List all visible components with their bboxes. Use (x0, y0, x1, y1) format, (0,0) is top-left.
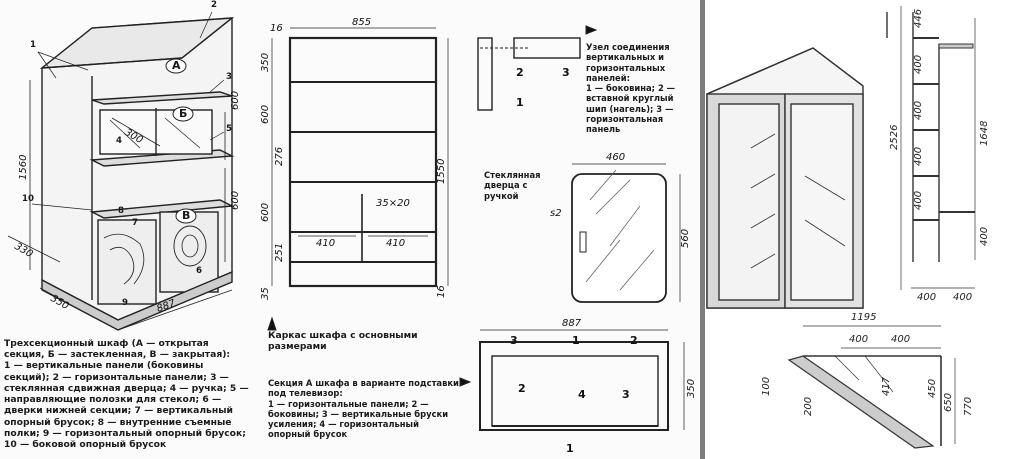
elev-dim-bottom-left: 400 (917, 292, 936, 303)
iso-dim-depth-shelf: 300 (123, 127, 145, 146)
corner-wardrobe-3d (706, 47, 864, 309)
frame-dim-inner-left: 410 (316, 238, 335, 249)
glass-dim-height: 560 (680, 229, 691, 248)
section-a-callout-2-right: 2 (630, 334, 638, 347)
section-a-callout-3-right: 3 (622, 388, 630, 401)
caption-section-a: Секция А шкафа в варианте подставки под … (268, 378, 459, 440)
glass-door-drawing (571, 163, 681, 303)
joint-callout-1: 1 (516, 96, 524, 109)
frame-dim-top-thickness: 16 (270, 23, 283, 34)
iso-dim-depth: 350 (49, 293, 71, 312)
iso-dim-height: 1560 (18, 155, 29, 180)
callout-9: 9 (122, 298, 128, 308)
glass-dim-width: 460 (606, 152, 625, 163)
panel-divider (700, 0, 705, 459)
section-label-badges (165, 58, 197, 224)
frame-dim-top-width: 855 (352, 17, 371, 28)
callout-10: 10 (22, 194, 34, 204)
iso-dim-side-depth: 330 (13, 241, 35, 260)
elev-dim-0: 446 (913, 9, 924, 28)
plan-dim-100: 100 (761, 377, 772, 396)
frame-dim-left-2: 276 (274, 147, 285, 166)
iso-dim-lower-height: 600 (230, 191, 241, 210)
plan-dim-417: 417 (881, 376, 892, 396)
iso-dim-width: 887 (155, 298, 177, 315)
isometric-cabinet (7, 11, 235, 331)
caption-glass-door: Стеклянная дверца с ручкой (484, 170, 541, 201)
frame-dim-inner-right: 410 (386, 238, 405, 249)
elev-dim-2: 400 (913, 101, 924, 120)
caption-joint: Узел соединения вертикальных и горизонта… (586, 42, 676, 134)
plan-dim-right: 400 (891, 334, 910, 345)
callout-7: 7 (132, 218, 138, 228)
joint-callout-2: 2 (516, 66, 524, 79)
elev-dim-5: 400 (979, 227, 990, 246)
section-a-callout-1-bottom: 1 (566, 442, 574, 455)
frame-dim-left-0: 350 (260, 53, 271, 72)
plan-dim-650: 650 (943, 393, 954, 412)
callout-1: 1 (30, 40, 36, 50)
elev-dim-4: 400 (913, 191, 924, 210)
elev-dim-overall: 2526 (889, 125, 900, 150)
corner-plan (787, 325, 956, 449)
plan-dim-450: 450 (927, 379, 938, 398)
corner-wardrobe-panel: 446 400 400 400 400 400 2526 1648 400 40… (705, 0, 1024, 459)
section-a-label: А (172, 59, 181, 72)
iso-dim-glass-height: 600 (230, 91, 241, 110)
frame-dim-left-3: 600 (260, 203, 271, 222)
callout-3: 3 (226, 72, 232, 82)
section-a-dim-width: 887 (562, 318, 582, 329)
callout-6: 6 (196, 266, 202, 276)
elev-dim-1648: 1648 (979, 121, 990, 146)
corner-wardrobe-drawing: 446 400 400 400 400 400 2526 1648 400 40… (706, 6, 990, 449)
callout-4: 4 (116, 136, 122, 146)
callout-8: 8 (118, 206, 124, 216)
elev-dim-1: 400 (913, 55, 924, 74)
corner-elevation (886, 6, 976, 290)
section-a-callout-2-left: 2 (518, 382, 526, 395)
frame-dim-right-height: 1550 (436, 159, 447, 184)
section-a-dim-height: 350 (686, 379, 697, 398)
elev-dim-3: 400 (913, 147, 924, 166)
wardrobe-plans-drawing (7, 11, 685, 431)
frame-dim-bar: 35×20 (376, 198, 410, 209)
section-b-label: Б (179, 107, 188, 120)
wardrobe-plans-panel: А Б В 1 2 3 4 5 6 7 8 9 10 1560 600 600 … (4, 0, 698, 455)
frame-dim-left-1: 600 (260, 105, 271, 124)
plan-dim-width: 1195 (851, 312, 876, 323)
frame-dim-left-5: 35 (260, 287, 271, 300)
section-c-label: В (182, 209, 191, 222)
joint-callout-3: 3 (562, 66, 570, 79)
frame-drawing (267, 27, 449, 331)
plan-dim-200: 200 (803, 397, 814, 416)
elev-dim-bottom-right: 400 (953, 292, 972, 303)
plan-dim-770: 770 (963, 397, 974, 416)
section-a-callout-3-left: 3 (510, 334, 518, 347)
section-a-drawing (459, 329, 685, 431)
callout-2: 2 (211, 0, 217, 10)
caption-main: Трехсекционный шкаф (А — открытая секция… (4, 338, 249, 450)
glass-dim-thickness: s2 (550, 208, 562, 219)
frame-dim-right-thickness: 16 (436, 285, 447, 298)
plan-dim-left: 400 (849, 334, 868, 345)
frame-dim-left-4: 251 (274, 243, 285, 262)
callout-5: 5 (226, 124, 232, 134)
section-a-callout-1-top: 1 (572, 334, 580, 347)
section-a-callout-4: 4 (578, 388, 586, 401)
caption-frame: Каркас шкафа с основными размерами (268, 330, 418, 353)
iso-dimension-labels: 1560 600 600 300 330 350 887 16 855 350 … (13, 17, 698, 455)
joint-detail (477, 25, 598, 111)
